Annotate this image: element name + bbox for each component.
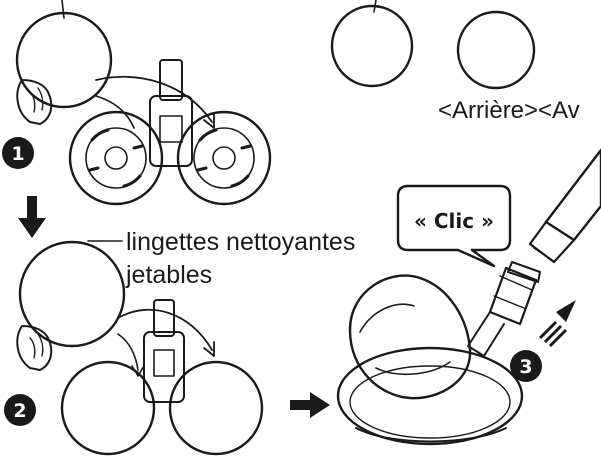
hand-icon xyxy=(16,79,53,125)
wipes-label-line1: lingettes nettoyantes xyxy=(126,228,355,256)
right-arrow-icon xyxy=(290,392,330,418)
handle-tube xyxy=(528,148,601,264)
step-1-badge xyxy=(2,137,34,169)
pad-back-side xyxy=(330,4,414,88)
arrow-head-1 xyxy=(203,113,215,129)
back-front-label: <Arrière><Av xyxy=(438,97,580,124)
hand-fingers xyxy=(29,87,44,113)
step-3-badge xyxy=(510,350,542,382)
curved-arrow-1 xyxy=(95,76,213,123)
connector-joint xyxy=(467,261,541,357)
click-label: « Clic » xyxy=(414,209,494,233)
step-3-group: « Clic » 3 xyxy=(336,148,601,446)
mesh-pad-step1 xyxy=(15,11,113,109)
step-3-number: 3 xyxy=(519,356,532,378)
down-arrow-icon xyxy=(18,196,46,238)
step-2-badge xyxy=(4,394,36,426)
hand-fingers xyxy=(29,333,44,359)
pad-front-side xyxy=(456,10,536,90)
push-arrow-icon xyxy=(538,300,576,348)
mop-head-step3 xyxy=(336,274,524,446)
disposable-wipe xyxy=(18,240,126,348)
pad-sides-group: <Arrière><Av xyxy=(330,0,580,124)
curved-arrow-2b xyxy=(117,333,139,371)
curved-arrow-2 xyxy=(117,308,213,351)
mop-head-step2 xyxy=(60,299,264,456)
arrow-head-2 xyxy=(203,341,215,357)
step-2-group: lingettes nettoyantes jetables 2 xyxy=(4,228,355,456)
step-2-number: 2 xyxy=(13,400,26,422)
step-1-number: 1 xyxy=(11,143,24,165)
click-callout: « Clic » xyxy=(396,184,512,268)
hand-icon xyxy=(16,325,53,371)
leader-line xyxy=(61,0,65,19)
wipes-label-line2: jetables xyxy=(125,261,212,289)
curved-arrow-1b xyxy=(95,95,135,129)
step-1-group: 1 xyxy=(2,0,272,206)
mop-head-step1 xyxy=(68,59,272,206)
